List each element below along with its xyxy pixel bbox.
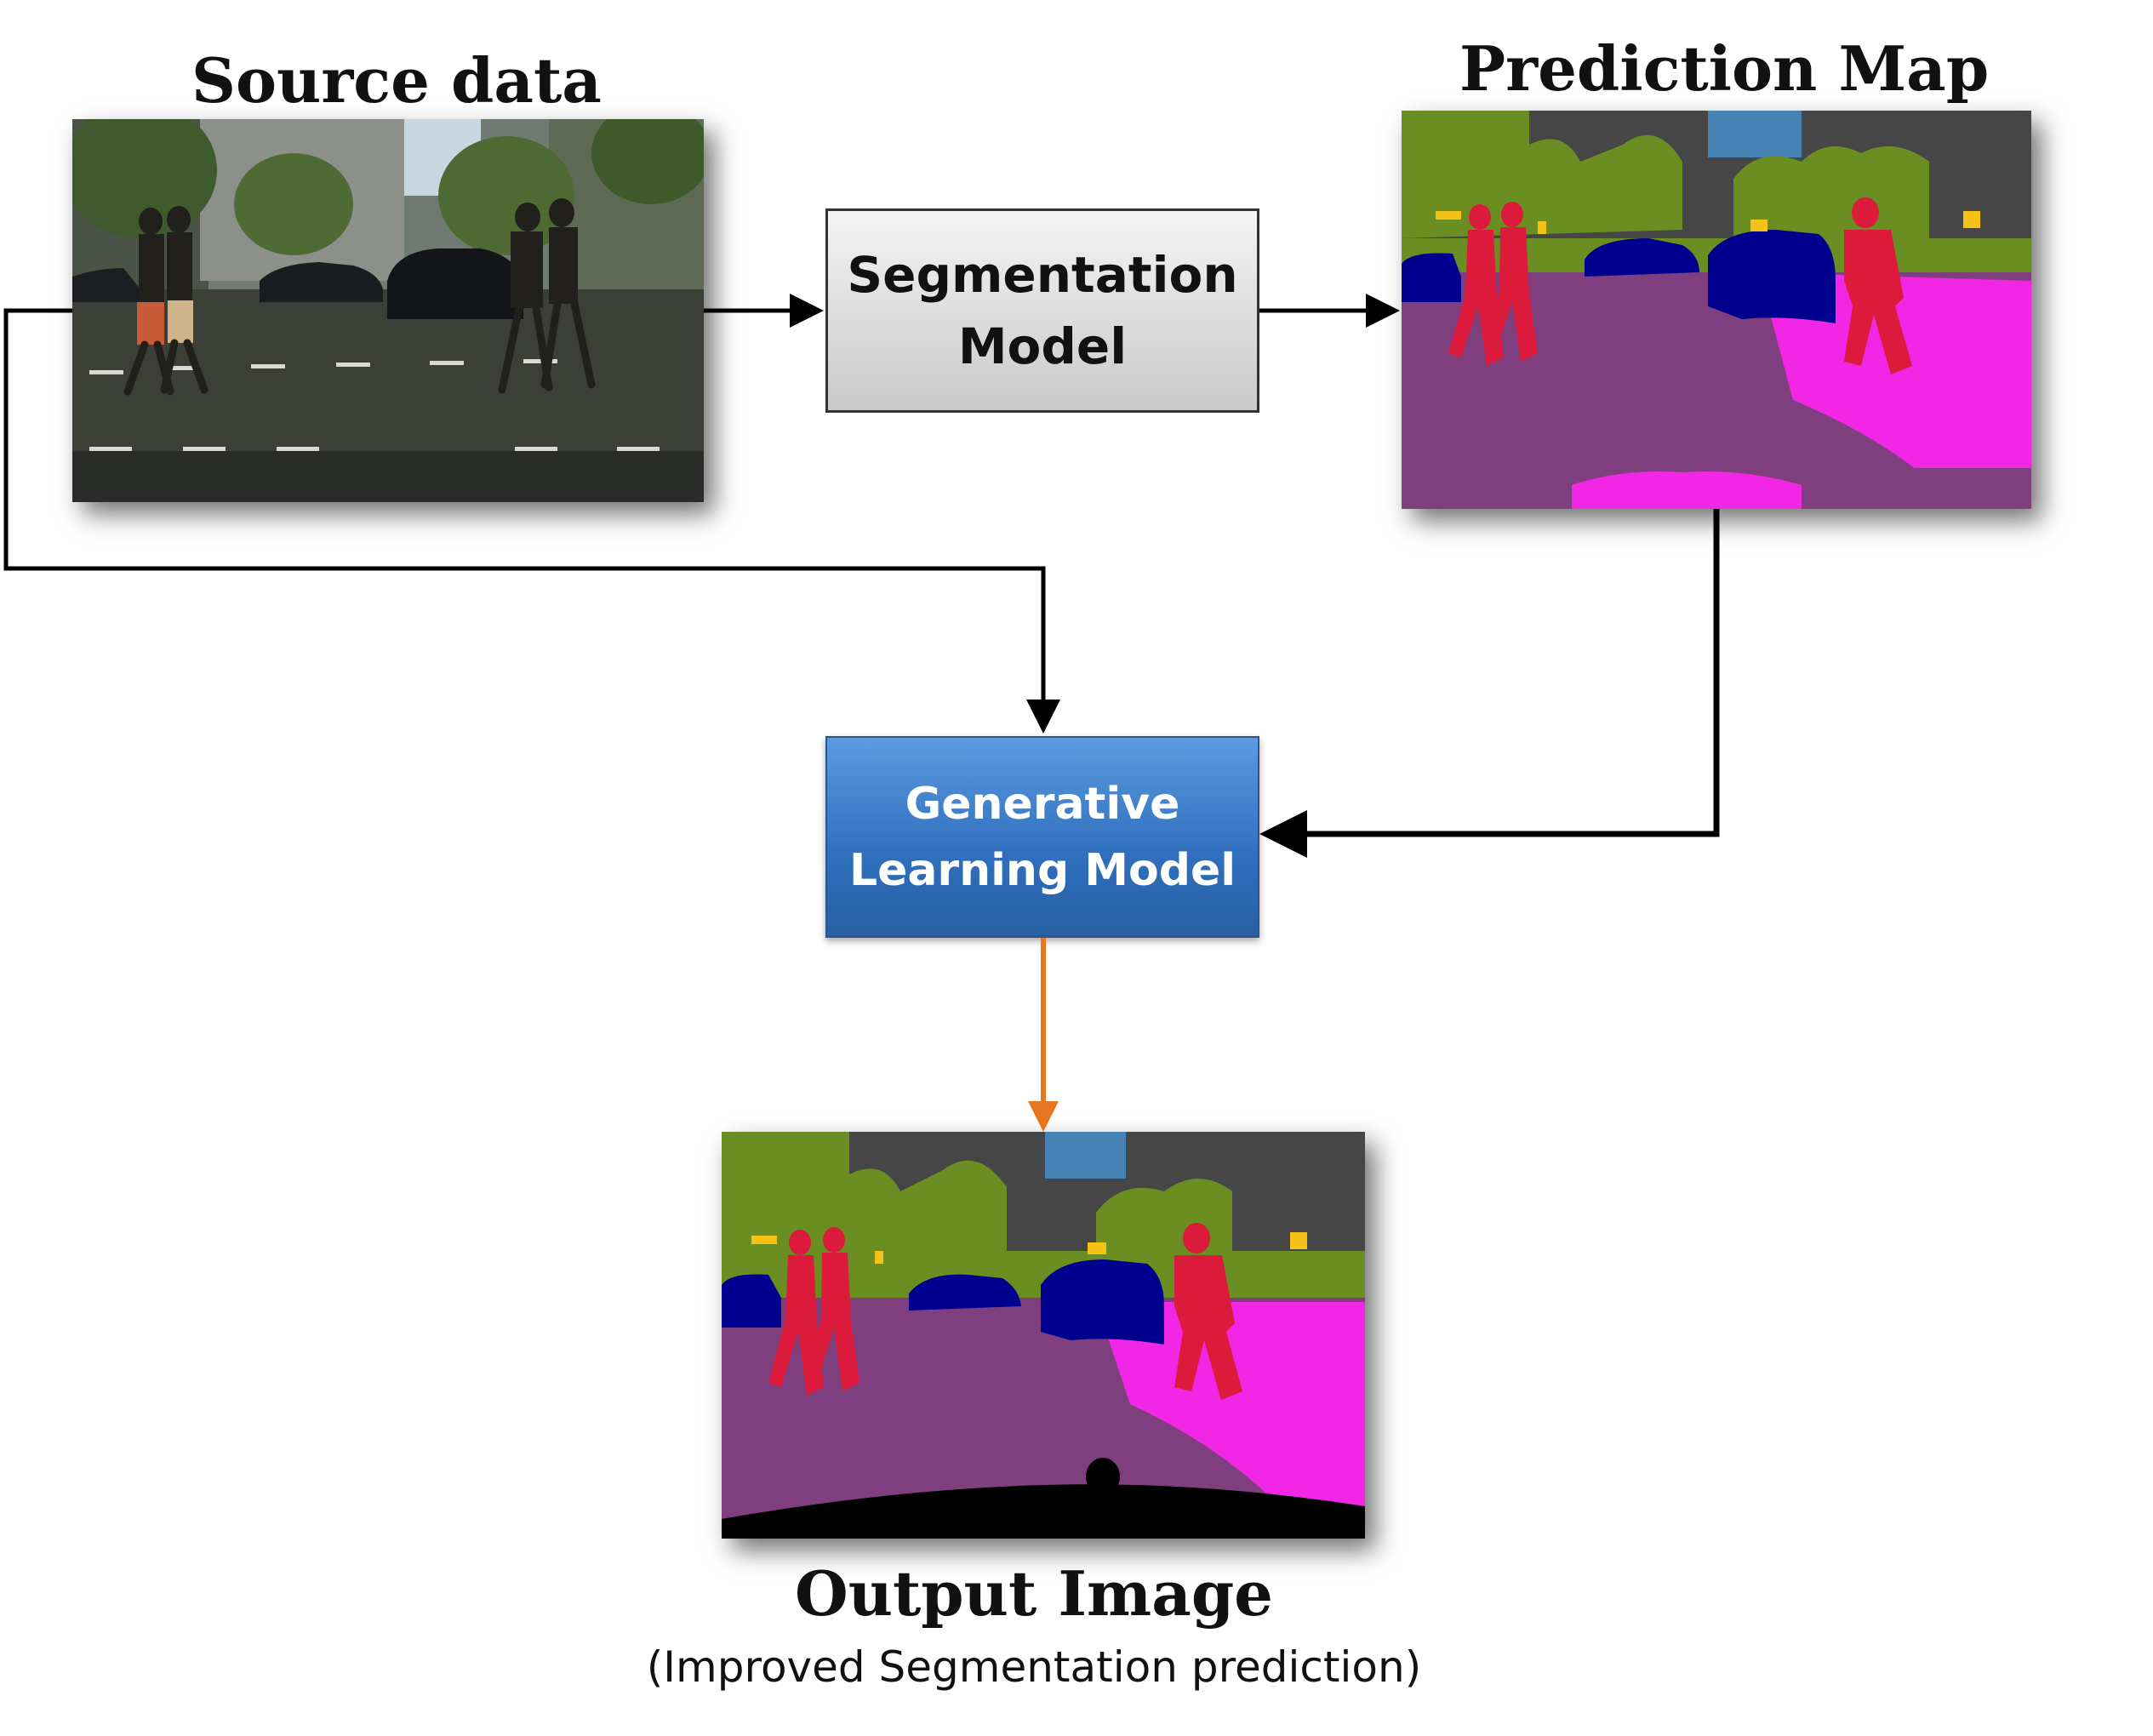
prediction-map-image (1402, 111, 2031, 509)
arrow-source-to-generative (3, 308, 1060, 734)
source-data-title: Source data (191, 44, 602, 117)
prediction-map-title: Prediction Map (1459, 32, 1990, 105)
output-image-subtitle: (Improved Segmentation prediction) (646, 1642, 1422, 1692)
output-image-title: Output Image (794, 1557, 1273, 1630)
segmentation-model-label-line2: Model (957, 317, 1128, 375)
segmentation-model-box: Segmentation Model (825, 208, 1259, 413)
generative-model-label-line1: Generative (905, 778, 1180, 830)
output-image (722, 1132, 1365, 1539)
arrow-prediction-to-generative (1259, 509, 1720, 858)
segmentation-model-label-line1: Segmentation (847, 246, 1238, 304)
generative-model-label-line2: Learning Model (848, 844, 1236, 896)
generative-learning-model-box: Generative Learning Model (825, 736, 1259, 938)
source-image (64, 102, 711, 502)
